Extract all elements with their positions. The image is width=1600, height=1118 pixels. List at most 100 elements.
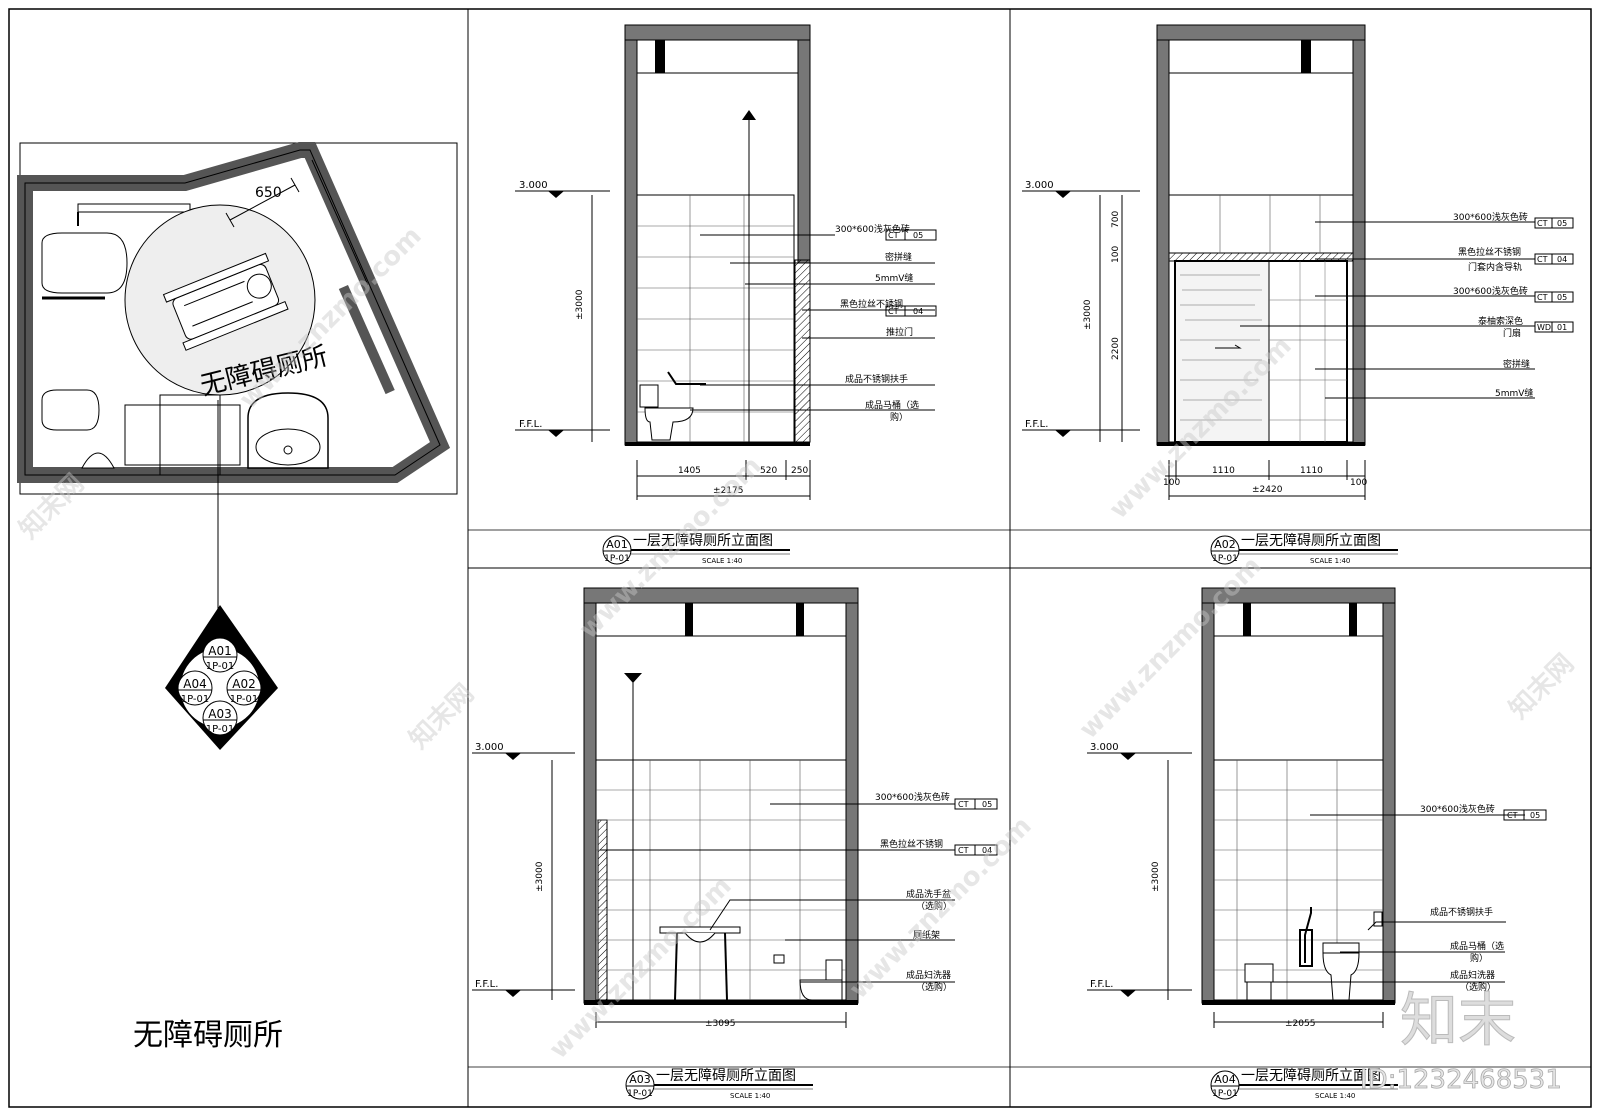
svg-text:（选购）: （选购） [1460,981,1496,993]
svg-text:A03: A03 [208,707,231,721]
svg-text:1405: 1405 [678,466,701,476]
svg-text:300*600浅灰色砖: 300*600浅灰色砖 [875,791,950,803]
svg-text:±3000: ±3000 [535,861,545,892]
elevation-index-symbol: A01 1P-01 A02 1P-01 A03 1P-01 A04 1P-01 [165,605,278,750]
svg-text:SCALE 1:40: SCALE 1:40 [1310,557,1350,565]
svg-text:WD: WD [1537,323,1551,332]
svg-text:A04: A04 [1214,1073,1236,1086]
svg-text:SCALE 1:40: SCALE 1:40 [1315,1092,1355,1100]
svg-text:1P-01: 1P-01 [1212,1089,1238,1099]
svg-text:±3000: ±3000 [1151,861,1161,892]
svg-text:CT: CT [1537,255,1548,264]
svg-text:2200: 2200 [1111,337,1121,360]
svg-text:CT: CT [1537,293,1548,302]
svg-text:A03: A03 [629,1073,651,1086]
svg-text:100: 100 [1163,478,1180,488]
svg-text:±2420: ±2420 [1252,485,1283,495]
svg-text:门套内含导轨: 门套内含导轨 [1468,261,1522,273]
svg-text:100: 100 [1111,246,1121,263]
svg-text:（选购）: （选购） [916,981,952,993]
svg-text:±2055: ±2055 [1285,1019,1315,1029]
svg-text:黑色拉丝不锈钢: 黑色拉丝不锈钢 [1458,246,1521,258]
elevation-a03: 3.000 F.F.L. ±3000 ±3095 300*600浅灰色砖 CT … [472,587,998,1100]
svg-text:成品马桶（选: 成品马桶（选 [865,399,919,411]
svg-text:05: 05 [913,231,923,240]
a02-title: 一层无障碍厕所立面图 [1241,533,1381,549]
svg-text:成品不锈钢扶手: 成品不锈钢扶手 [845,373,908,385]
svg-text:04: 04 [982,846,992,855]
svg-text:CT: CT [958,800,969,809]
svg-text:5mmV缝: 5mmV缝 [875,272,913,284]
svg-text:厕纸架: 厕纸架 [913,929,940,941]
svg-text:3.000: 3.000 [1090,742,1119,753]
svg-text:1P-01: 1P-01 [627,1089,653,1099]
svg-text:520: 520 [760,466,777,476]
svg-text:F.F.L.: F.F.L. [1025,419,1048,430]
svg-text:门扇: 门扇 [1503,327,1521,339]
svg-text:1P-01: 1P-01 [604,554,630,564]
svg-text:成品马桶（选: 成品马桶（选 [1450,940,1504,952]
svg-text:A01: A01 [208,644,231,658]
svg-text:密拼缝: 密拼缝 [885,251,912,263]
svg-text:成品妇洗器: 成品妇洗器 [906,969,951,981]
svg-text:05: 05 [1557,219,1567,228]
svg-text:300*600浅灰色砖: 300*600浅灰色砖 [835,223,910,235]
svg-text:（选购）: （选购） [916,900,952,912]
svg-text:±3000: ±3000 [575,289,585,320]
svg-text:1110: 1110 [1300,466,1323,476]
sheet-border [8,8,1592,1108]
brand-logo: 知末 [1400,986,1516,1054]
dim-650: 650 [255,185,282,201]
svg-text:CT: CT [958,846,969,855]
svg-text:700: 700 [1111,211,1121,228]
svg-text:300*600浅灰色砖: 300*600浅灰色砖 [1453,285,1528,297]
svg-text:±3000: ±3000 [1083,299,1093,330]
svg-text:知末网: 知末网 [1504,649,1580,725]
svg-text:www.znzmo.com: www.znzmo.com [1074,551,1268,745]
svg-text:1P-01: 1P-01 [206,661,235,672]
svg-text:05: 05 [1557,293,1567,302]
svg-text:A01: A01 [606,538,628,551]
svg-text:1P-01: 1P-01 [1212,554,1238,564]
svg-text:±2175: ±2175 [713,486,743,496]
svg-text:3.000: 3.000 [475,742,504,753]
a03-title: 一层无障碍厕所立面图 [656,1068,796,1084]
svg-text:3.000: 3.000 [1025,180,1054,191]
svg-text:CT: CT [1507,811,1518,820]
svg-text:A02: A02 [1214,538,1236,551]
svg-text:CT: CT [888,307,899,316]
svg-text:密拼缝: 密拼缝 [1503,358,1530,370]
svg-text:04: 04 [1557,255,1567,264]
elevation-a02: 3.000 F.F.L. ±3000 700 100 2200 100 1110… [1022,24,1574,565]
svg-text:A02: A02 [232,677,255,691]
svg-text:100: 100 [1350,478,1367,488]
a01-title: 一层无障碍厕所立面图 [633,533,773,549]
svg-text:F.F.L.: F.F.L. [519,419,542,430]
svg-text:1P-01: 1P-01 [206,724,235,735]
svg-text:泰柚索深色: 泰柚索深色 [1478,315,1523,327]
svg-text:黑色拉丝不锈钢: 黑色拉丝不锈钢 [880,838,943,850]
svg-text:F.F.L.: F.F.L. [1090,979,1113,990]
svg-text:www.znzmo.com: www.znzmo.com [544,871,738,1065]
svg-text:250: 250 [791,466,808,476]
svg-text:300*600浅灰色砖: 300*600浅灰色砖 [1420,803,1495,815]
plan-caption: 无障碍厕所 [133,1018,283,1053]
svg-text:05: 05 [982,800,992,809]
svg-text:成品妇洗器: 成品妇洗器 [1450,969,1495,981]
svg-text:SCALE 1:40: SCALE 1:40 [702,557,742,565]
svg-text:04: 04 [913,307,923,316]
svg-text:知末网: 知末网 [404,679,480,755]
image-id: ID:1232468531 [1360,1065,1562,1095]
svg-text:1P-01: 1P-01 [230,694,259,705]
svg-text:SCALE 1:40: SCALE 1:40 [730,1092,770,1100]
svg-text:成品不锈钢扶手: 成品不锈钢扶手 [1430,906,1493,918]
a04-title: 一层无障碍厕所立面图 [1241,1068,1381,1084]
svg-text:CT: CT [1537,219,1548,228]
svg-text:A04: A04 [183,677,206,691]
svg-text:5mmV缝: 5mmV缝 [1495,387,1533,399]
elevation-a04: 3.000 F.F.L. ±3000 ±2055 300*600浅灰色砖 CT … [1087,587,1547,1100]
svg-text:购）: 购） [1470,952,1488,964]
floor-plan: 650 无障碍厕所 [17,142,458,640]
svg-text:F.F.L.: F.F.L. [475,979,498,990]
